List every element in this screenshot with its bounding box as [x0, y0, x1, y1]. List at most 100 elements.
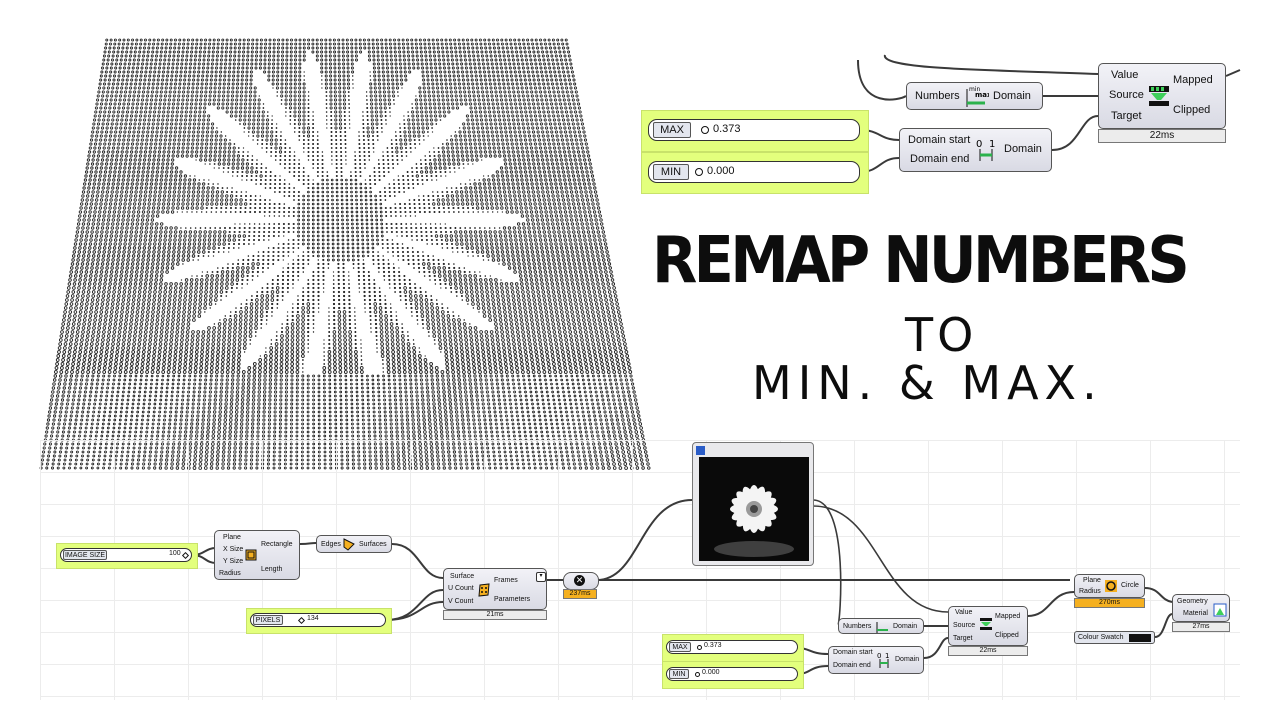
input-domain-end[interactable]: Domain end [910, 153, 970, 165]
image-sampler-node[interactable]: ✕ [563, 572, 599, 590]
input-edges[interactable]: Edges [321, 541, 341, 548]
image-size-slider[interactable]: IMAGE SIZE 100 [60, 548, 192, 562]
input-u-count[interactable]: U Count [448, 585, 474, 592]
slider-label: MAX [669, 642, 691, 652]
custom-preview-component[interactable]: Geometry Material [1172, 594, 1230, 622]
image-preview-panel[interactable] [692, 442, 814, 566]
input-plane[interactable]: Plane [1083, 577, 1101, 584]
input-radius[interactable]: Radius [1079, 588, 1101, 595]
divide-surface-icon [478, 583, 490, 597]
subtitle-to: TO [905, 308, 978, 362]
swatch-label: Colour Swatch [1078, 634, 1124, 641]
page-title: REMAP NUMBERS [652, 224, 1190, 298]
input-target[interactable]: Target [1111, 110, 1142, 122]
min-slider[interactable]: MIN 0.000 [666, 667, 798, 681]
slider-value: 100 [169, 550, 181, 557]
output-rectangle[interactable]: Rectangle [261, 541, 293, 548]
divide-timer: 21ms [443, 610, 547, 620]
output-parameters[interactable]: Parameters [494, 596, 531, 603]
wire [1225, 69, 1241, 77]
output-circle[interactable]: Circle [1121, 582, 1139, 589]
min-slider[interactable]: MIN 0.000 [648, 161, 860, 183]
output-surfaces[interactable]: Surfaces [359, 541, 387, 548]
slider-value: 0.000 [707, 165, 735, 177]
input-material[interactable]: Material [1183, 610, 1208, 617]
boundary-surfaces-component[interactable]: Edges Surfaces [316, 535, 392, 553]
wire [812, 499, 842, 626]
slider-grip-icon[interactable] [695, 168, 703, 176]
output-mapped[interactable]: Mapped [1173, 74, 1213, 86]
input-domain-start[interactable]: Domain start [908, 134, 971, 146]
save-icon[interactable] [696, 446, 705, 455]
divide-surface-component[interactable]: Surface U Count V Count Frames Parameter… [443, 568, 547, 610]
circle-icon [1105, 580, 1117, 592]
input-domain-start[interactable]: Domain start [833, 649, 873, 656]
remap-numbers-component[interactable]: Value Source Target Mapped Clipped [1098, 63, 1226, 129]
wire [812, 505, 949, 613]
input-numbers[interactable]: Numbers [915, 90, 960, 102]
input-x-size[interactable]: X Size [223, 546, 244, 553]
bounds-icon [876, 622, 888, 633]
colour-swatch-component[interactable]: Colour Swatch [1074, 631, 1155, 644]
bounds-component[interactable]: Numbers Domain [838, 618, 924, 634]
slider-grip-icon[interactable] [695, 672, 700, 677]
input-value[interactable]: Value [955, 609, 973, 616]
input-surface[interactable]: Surface [450, 573, 475, 580]
boundary-surface-icon [343, 538, 355, 551]
rectangle-component[interactable]: Plane X Size Y Size Radius Rectangle Len… [214, 530, 300, 580]
output-domain[interactable]: Domain [893, 623, 918, 630]
slider-value: 0.000 [702, 669, 720, 676]
output-domain[interactable]: Domain [993, 90, 1031, 102]
output-clipped[interactable]: Clipped [1173, 104, 1211, 116]
input-plane[interactable]: Plane [223, 534, 241, 541]
input-source[interactable]: Source [1109, 89, 1144, 101]
input-numbers[interactable]: Numbers [843, 623, 872, 630]
output-frames[interactable]: Frames [494, 577, 518, 584]
slider-label: MAX [653, 122, 691, 138]
input-source[interactable]: Source [953, 622, 976, 629]
output-mapped[interactable]: Mapped [995, 613, 1021, 620]
remap-timer: 22ms [948, 646, 1028, 656]
slider-grip-icon[interactable] [181, 551, 190, 560]
slider-value: 0.373 [704, 642, 722, 649]
output-domain[interactable]: Domain [1004, 143, 1042, 155]
chevron-down-icon[interactable]: ▾ [536, 572, 546, 582]
input-v-count[interactable]: V Count [448, 598, 474, 605]
wire [1154, 613, 1173, 638]
close-icon: ✕ [574, 575, 585, 586]
bounds-component[interactable]: Numbers minmax Domain [906, 82, 1043, 110]
slider-grip-icon[interactable] [297, 616, 306, 625]
input-radius[interactable]: Radius [219, 570, 241, 577]
circle-component[interactable]: Plane Radius Circle [1074, 574, 1145, 598]
max-slider[interactable]: MAX 0.373 [648, 119, 860, 141]
colour-swatch-box[interactable] [1129, 634, 1151, 642]
input-y-size[interactable]: Y Size [223, 558, 244, 565]
output-length[interactable]: Length [261, 566, 283, 573]
pixels-slider[interactable]: PIXELS 134 [250, 613, 386, 627]
max-slider[interactable]: MAX 0.373 [666, 640, 798, 654]
rectangle-icon [245, 549, 257, 561]
slider-grip-icon[interactable] [697, 645, 702, 650]
remap-icon [980, 618, 992, 630]
output-domain[interactable]: Domain [895, 656, 920, 663]
wire [857, 59, 907, 101]
input-target[interactable]: Target [953, 635, 973, 642]
wire [385, 589, 444, 621]
input-value[interactable]: Value [1111, 69, 1139, 81]
preview-timer: 27ms [1172, 622, 1230, 632]
output-clipped[interactable]: Clipped [995, 632, 1019, 639]
wire [884, 54, 1099, 75]
remap-numbers-component[interactable]: Value Source Target Mapped Clipped [948, 606, 1028, 646]
input-domain-end[interactable]: Domain end [833, 662, 871, 669]
preview-icon [1213, 603, 1227, 617]
input-geometry[interactable]: Geometry [1177, 598, 1208, 605]
bounds-icon: minmax [966, 86, 989, 107]
slider-label: MIN [669, 669, 689, 679]
slider-grip-icon[interactable] [701, 126, 709, 134]
wire [385, 601, 444, 621]
